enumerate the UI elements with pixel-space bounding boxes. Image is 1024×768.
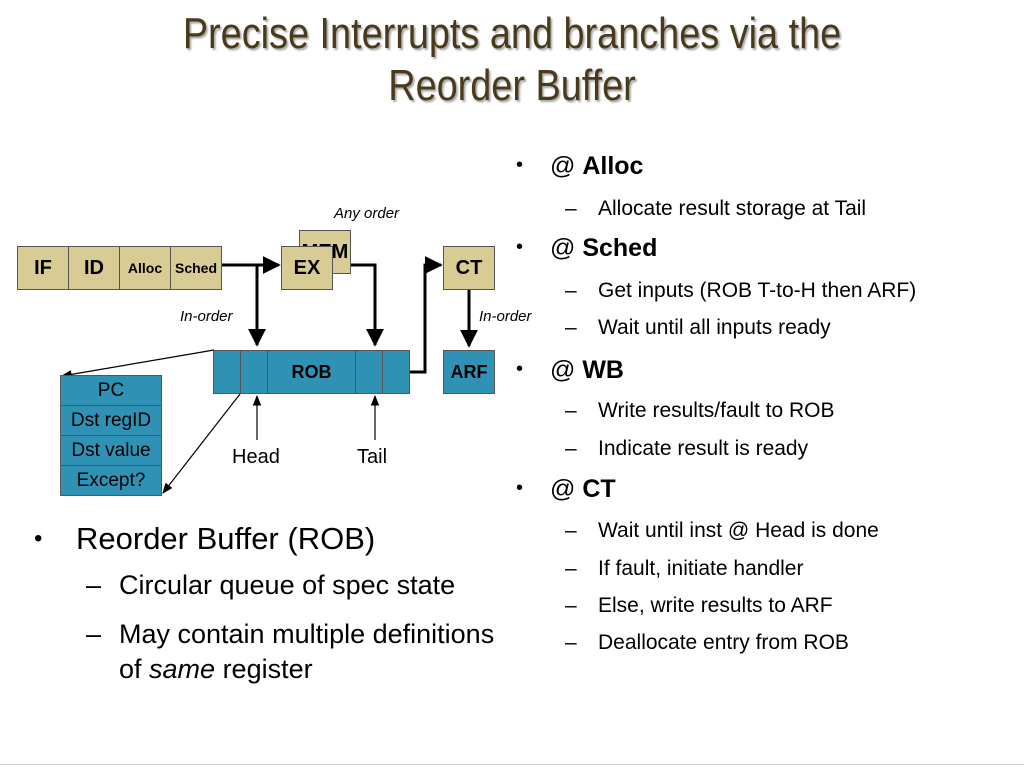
- stage-alloc: Alloc: [119, 246, 171, 290]
- bullet-rob-text: Reorder Buffer (ROB): [76, 521, 376, 556]
- title-line-2: Reorder Buffer: [388, 61, 636, 110]
- sub-wb-1: – Write results/fault to ROB: [565, 399, 835, 423]
- rob-entry-dst-regid: Dst regID: [60, 405, 162, 436]
- stage-ex: EX: [281, 246, 333, 290]
- sub-ct-4-text: Deallocate entry from ROB: [598, 631, 849, 654]
- bullet-alloc-bold: Alloc: [582, 152, 644, 180]
- stage-ct: CT: [443, 246, 495, 290]
- bullet-alloc-prefix: @: [550, 152, 583, 180]
- slide-title: Precise Interrupts and branches via the …: [72, 8, 953, 112]
- sub-dash: –: [565, 437, 577, 460]
- sub-dash: –: [565, 631, 577, 654]
- rob-cell-2: [240, 350, 268, 394]
- sub-wb-2: – Indicate result is ready: [565, 437, 809, 461]
- bullet-rob: • Reorder Buffer (ROB): [34, 521, 376, 557]
- sub-ct-1: – Wait until inst @ Head is done: [565, 519, 879, 543]
- expand-line-bottom: [162, 393, 241, 494]
- arrow-rob-to-ct: [410, 256, 443, 374]
- sub-ct-3-text: Else, write results to ARF: [598, 594, 833, 617]
- sub-rob-2-pre: of: [119, 654, 150, 684]
- rob-body: ROB: [267, 350, 356, 394]
- rob-label: ROB: [291, 361, 332, 382]
- footer-divider: [0, 764, 1024, 765]
- rob-entry-dst-value: Dst value: [60, 435, 162, 466]
- sub-dash: –: [565, 316, 577, 339]
- in-order-label-left: In-order: [180, 308, 233, 325]
- sub-ct-1-text: Wait until inst @ Head is done: [598, 519, 879, 542]
- sub-alloc-1: – Allocate result storage at Tail: [565, 197, 867, 221]
- tail-label: Tail: [357, 446, 388, 468]
- sub-sched-2: – Wait until all inputs ready: [565, 316, 831, 340]
- any-order-label: Any order: [334, 205, 400, 222]
- bullet-dot: •: [516, 236, 524, 258]
- bullet-sched: • @ Sched: [516, 234, 658, 263]
- sub-sched-1-text: Get inputs (ROB T-to-H then ARF): [598, 279, 917, 302]
- sub-rob-2-line1: May contain multiple definitions: [119, 619, 495, 649]
- head-label: Head: [232, 446, 280, 468]
- bullet-wb-bold: WB: [582, 356, 624, 384]
- sub-dash: –: [86, 570, 102, 600]
- bullet-ct-bold: CT: [582, 475, 616, 503]
- stage-alloc-label: Alloc: [127, 260, 163, 276]
- bullet-wb-prefix: @: [550, 356, 583, 384]
- stage-sched-label: Sched: [174, 260, 217, 276]
- arf-label: ARF: [450, 361, 488, 382]
- bullet-sched-prefix: @: [550, 234, 583, 262]
- rob-cell-4: [382, 350, 410, 394]
- sub-wb-1-text: Write results/fault to ROB: [598, 399, 835, 422]
- bullet-ct-prefix: @: [550, 475, 583, 503]
- bullet-wb: • @ WB: [516, 356, 624, 385]
- sub-sched-1: – Get inputs (ROB T-to-H then ARF): [565, 279, 917, 303]
- stage-ex-label: EX: [293, 256, 321, 279]
- bullet-dot: •: [516, 477, 524, 499]
- sub-wb-2-text: Indicate result is ready: [598, 437, 809, 460]
- sub-ct-3: – Else, write results to ARF: [565, 594, 833, 618]
- stage-ct-label: CT: [455, 256, 483, 279]
- rob-cell-1: [213, 350, 241, 394]
- sub-rob-2-post: register: [215, 654, 313, 684]
- sub-rob-1: – Circular queue of spec state: [86, 570, 456, 601]
- sub-ct-4: – Deallocate entry from ROB: [565, 631, 849, 655]
- bullet-dot: •: [34, 525, 43, 552]
- arf-box: ARF: [443, 350, 495, 394]
- in-order-label-right: In-order: [479, 308, 532, 325]
- sub-dash: –: [565, 279, 577, 302]
- bullet-dot: •: [516, 358, 524, 380]
- expand-line-top: [60, 349, 215, 379]
- rob-entry-pc: PC: [60, 375, 162, 406]
- bullet-ct: • @ CT: [516, 475, 616, 504]
- sub-rob-2: – May contain multiple definitions of sa…: [86, 617, 495, 687]
- stage-if-label: IF: [34, 256, 52, 279]
- sub-dash: –: [565, 399, 577, 422]
- rob-cell-3: [355, 350, 383, 394]
- sub-ct-2: – If fault, initiate handler: [565, 557, 804, 581]
- stage-sched: Sched: [170, 246, 222, 290]
- sub-alloc-1-text: Allocate result storage at Tail: [598, 197, 867, 220]
- bullet-sched-bold: Sched: [582, 234, 658, 262]
- arrow-ex-to-rob: [334, 263, 384, 347]
- sub-dash: –: [565, 519, 577, 542]
- stage-id-label: ID: [84, 256, 104, 279]
- stage-if: IF: [17, 246, 69, 290]
- sub-dash: –: [86, 619, 102, 649]
- sub-sched-2-text: Wait until all inputs ready: [598, 316, 831, 339]
- sub-ct-2-text: If fault, initiate handler: [598, 557, 804, 580]
- sub-dash: –: [565, 594, 577, 617]
- title-line-1: Precise Interrupts and branches via the: [182, 9, 842, 58]
- sub-dash: –: [565, 557, 577, 580]
- sub-rob-2-italic: same: [149, 654, 216, 684]
- bullet-dot: •: [516, 154, 524, 176]
- sub-rob-1-text: Circular queue of spec state: [119, 570, 456, 600]
- rob-entry-except: Except?: [60, 465, 162, 496]
- sub-dash: –: [565, 197, 577, 220]
- stage-id: ID: [68, 246, 120, 290]
- bullet-alloc: • @ Alloc: [516, 152, 644, 181]
